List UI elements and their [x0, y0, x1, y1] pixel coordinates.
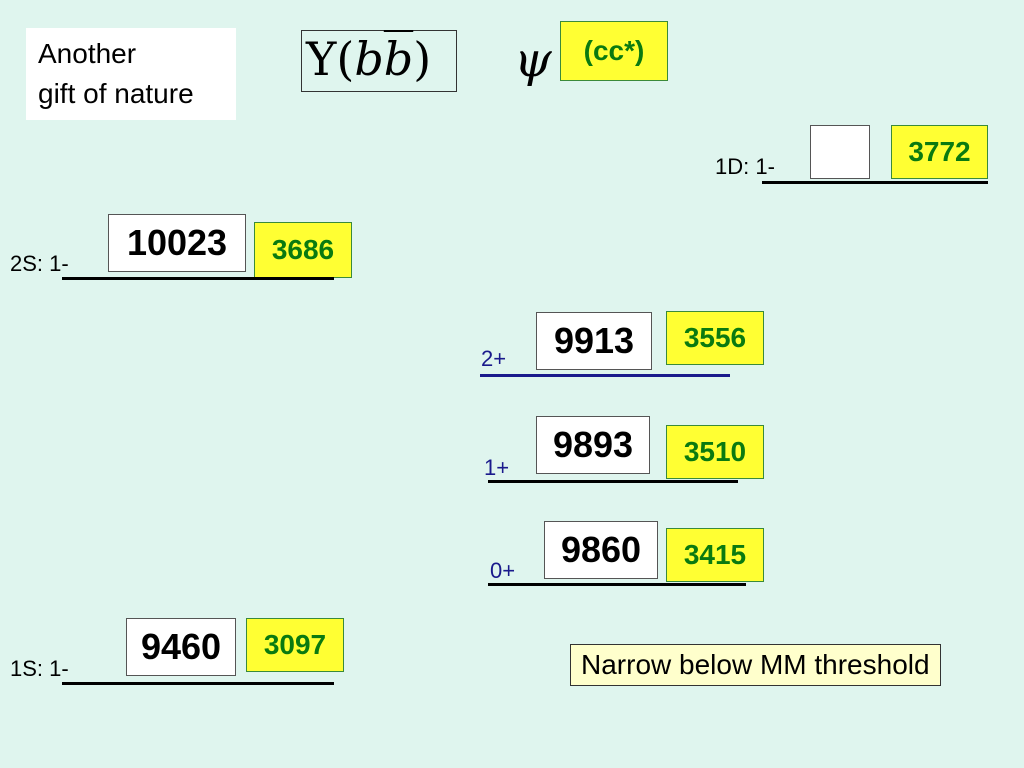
- level-2plus-bottomonium-mass: 9913: [536, 312, 652, 370]
- level-1d-bottomonium-mass: [810, 125, 870, 179]
- level-1d-line: [762, 181, 988, 184]
- level-1s-label: 1S: 1-: [10, 656, 69, 681]
- another-gift-note: Another gift of nature: [26, 28, 236, 120]
- level-2s-label: 2S: 1-: [10, 251, 69, 276]
- upsilon-bbbar-symbol: Υ(bb): [301, 30, 457, 92]
- level-0plus-bottomonium-mass: 9860: [544, 521, 658, 579]
- psi-symbol: ψ: [514, 32, 552, 88]
- level-1plus-line: [488, 480, 738, 483]
- note-line-2: gift of nature: [38, 78, 194, 109]
- level-2s-bottomonium-mass: 10023: [108, 214, 246, 272]
- level-2plus-line: [480, 374, 730, 377]
- level-2s-charmonium-mass: 3686: [254, 222, 352, 278]
- level-0plus-label: 0+: [490, 558, 516, 583]
- cc-star-label: (cc*): [560, 21, 668, 81]
- level-1plus-bottomonium-mass: 9893: [536, 416, 650, 474]
- level-1d-charmonium-mass: 3772: [891, 125, 988, 179]
- level-1plus-label: 1+: [484, 455, 510, 480]
- level-1plus-charmonium-mass: 3510: [666, 425, 764, 479]
- level-2plus-charmonium-mass: 3556: [666, 311, 764, 365]
- level-0plus-line: [488, 583, 746, 586]
- level-1s-charmonium-mass: 3097: [246, 618, 344, 672]
- level-1s-bottomonium-mass: 9460: [126, 618, 236, 676]
- bbbar-content: bb: [354, 32, 414, 86]
- level-2plus-label: 2+: [481, 346, 507, 371]
- level-2s-line: [62, 277, 334, 280]
- level-1d-label: 1D: 1-: [715, 154, 775, 179]
- level-1s-line: [62, 682, 334, 685]
- upsilon-letter: Υ: [306, 32, 337, 86]
- threshold-note: Narrow below MM threshold: [570, 644, 941, 686]
- note-line-1: Another: [38, 38, 137, 69]
- level-0plus-charmonium-mass: 3415: [666, 528, 764, 582]
